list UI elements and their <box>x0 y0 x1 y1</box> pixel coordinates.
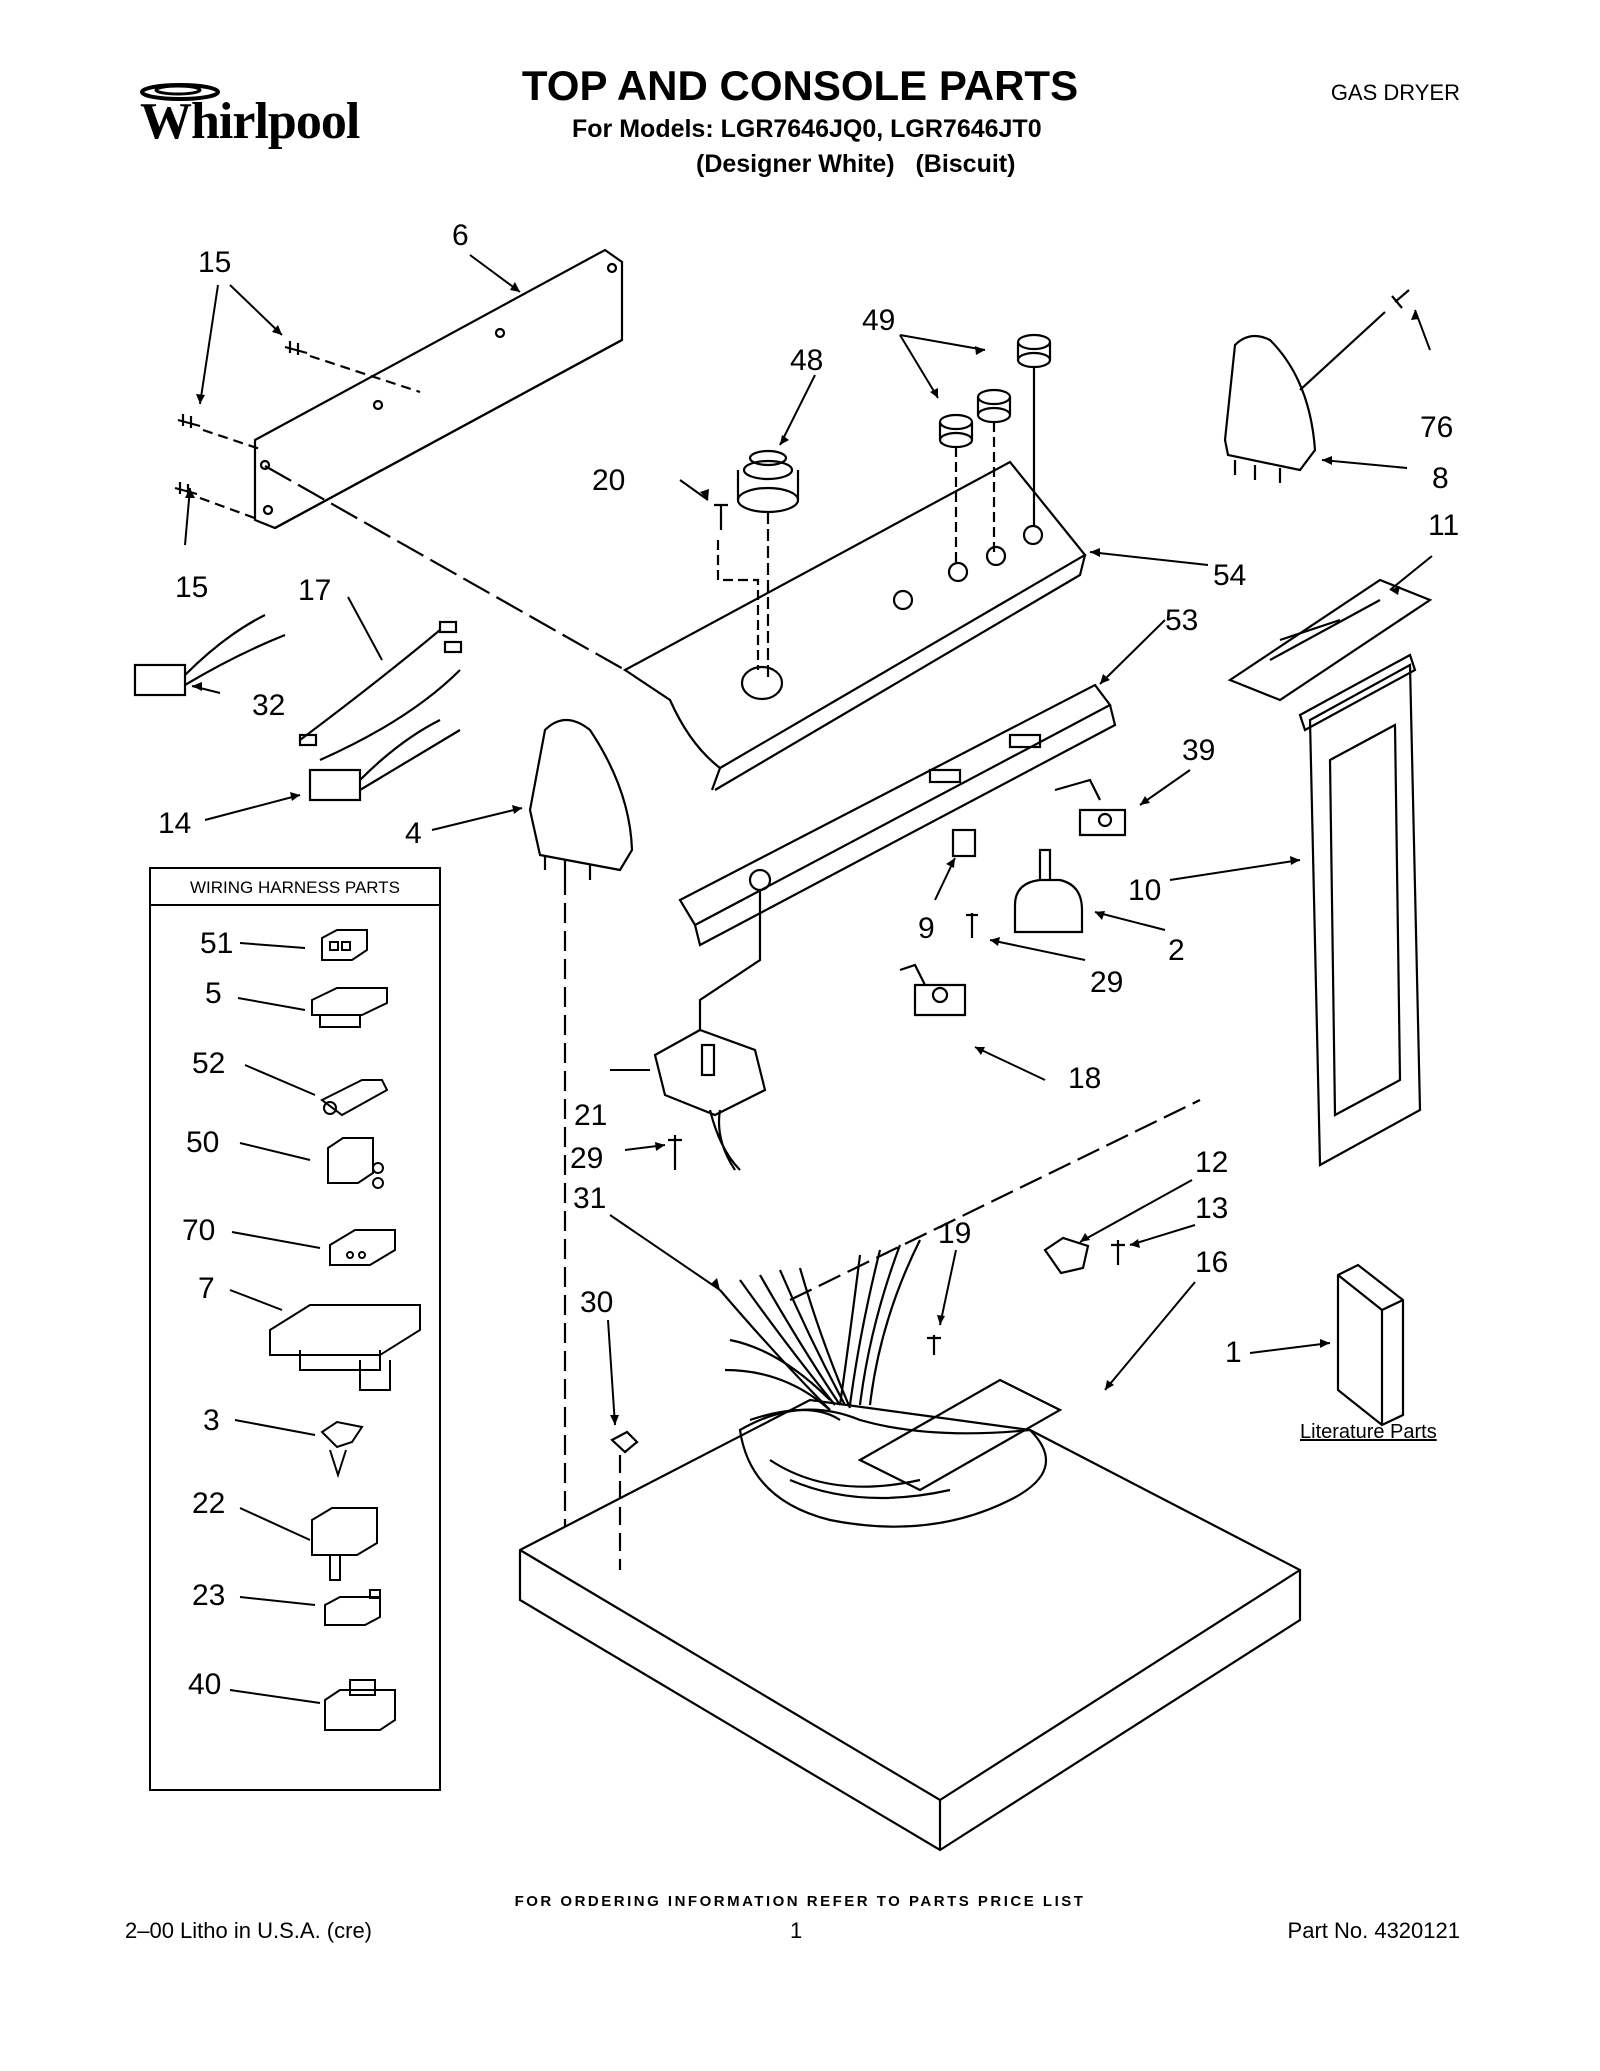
connector-40-icon <box>324 1679 396 1731</box>
callout-6: 6 <box>452 219 469 252</box>
timer-knob-part <box>736 449 800 680</box>
wiring-harness-box: WIRING HARNESS PARTS 51 5 52 50 70 7 3 2… <box>149 867 441 1791</box>
callout-1: 1 <box>1225 1336 1242 1369</box>
wiring-callout-70: 70 <box>182 1214 215 1247</box>
callout-39: 39 <box>1182 734 1215 767</box>
callout-4: 4 <box>405 817 422 850</box>
screw-icon <box>284 341 421 394</box>
wiring-callout-51: 51 <box>200 927 233 960</box>
control-knob-part <box>938 413 974 567</box>
callout-30: 30 <box>580 1286 613 1319</box>
connector-5-icon <box>311 987 388 1028</box>
control-knob-part <box>976 388 1012 552</box>
clip-part-30 <box>610 1430 639 1570</box>
colors-line: (Designer White) (Biscuit) <box>696 150 1016 178</box>
callout-9: 9 <box>918 912 935 945</box>
literature-parts-label: Literature Parts <box>1300 1421 1437 1443</box>
timer-part-21 <box>653 1028 767 1171</box>
clip-part-12 <box>1043 1236 1090 1275</box>
connector-50-icon <box>327 1137 384 1189</box>
connector-70-icon <box>329 1229 396 1266</box>
screw-icon <box>1111 1240 1125 1265</box>
callout-12: 12 <box>1195 1146 1228 1179</box>
callout-53: 53 <box>1165 604 1198 637</box>
callout-31: 31 <box>573 1182 606 1215</box>
console-panel-part <box>622 460 1087 791</box>
end-cap-right-part <box>1223 334 1317 483</box>
callout-11: 11 <box>1428 509 1459 542</box>
screw-icon <box>177 414 264 452</box>
control-bracket-part <box>678 683 1117 947</box>
page-number: 1 <box>790 1918 803 1943</box>
callout-15-bottom: 15 <box>175 571 208 604</box>
wiring-callout-40: 40 <box>188 1668 221 1701</box>
wire-harness-part <box>719 1239 921 1422</box>
clip-3-icon <box>320 1420 364 1479</box>
screw-icon <box>966 913 978 938</box>
switch-part-39 <box>1054 778 1127 837</box>
callout-8: 8 <box>1432 462 1449 495</box>
callout-54: 54 <box>1213 559 1246 592</box>
callout-19: 19 <box>938 1217 971 1250</box>
callout-13: 13 <box>1195 1192 1228 1225</box>
connector-7-icon <box>269 1304 421 1391</box>
callout-32: 32 <box>252 689 285 722</box>
callout-15-top: 15 <box>198 246 231 279</box>
wiring-box-title: WIRING HARNESS PARTS <box>190 878 400 897</box>
callout-18: 18 <box>1068 1062 1101 1095</box>
ordering-note: FOR ORDERING INFORMATION REFER TO PARTS … <box>514 1893 1086 1910</box>
end-cap-left-part <box>528 718 634 1570</box>
callout-2: 2 <box>1168 934 1185 967</box>
callout-20: 20 <box>592 464 625 497</box>
literature-part <box>1336 1263 1405 1427</box>
screw-icon <box>927 1335 941 1355</box>
wiring-callout-52: 52 <box>192 1047 225 1080</box>
callout-76: 76 <box>1420 411 1453 444</box>
connector-22-icon <box>311 1507 378 1581</box>
swirl-icon <box>140 83 220 101</box>
callout-17: 17 <box>298 574 331 607</box>
callout-48: 48 <box>790 344 823 377</box>
callout-29-right: 29 <box>1090 966 1123 999</box>
wiring-callout-5: 5 <box>205 977 222 1010</box>
leader-lines <box>184 254 1433 1426</box>
models-line: For Models: LGR7646JQ0, LGR7646JT0 <box>572 115 1042 143</box>
callout-49: 49 <box>862 304 895 337</box>
terminal-52-icon <box>320 1079 389 1117</box>
screw-icon <box>668 1135 682 1170</box>
door-panel-part <box>1298 653 1422 1167</box>
arrow-heads <box>185 282 1419 1425</box>
screw-icon <box>714 503 760 670</box>
callout-21: 21 <box>574 1099 607 1132</box>
connector-block-icon <box>133 614 286 697</box>
product-type: GAS DRYER <box>1330 80 1460 105</box>
callout-16: 16 <box>1195 1246 1228 1279</box>
callout-14: 14 <box>158 807 191 840</box>
wiring-callout-23: 23 <box>192 1579 225 1612</box>
switch-part-2 <box>1013 848 1084 934</box>
wire-harness-17 <box>298 620 463 762</box>
connector-23-icon <box>324 1589 381 1626</box>
brand-name: Whirlpool <box>140 93 360 150</box>
wiring-callout-50: 50 <box>186 1126 219 1159</box>
callout-29-left: 29 <box>570 1142 603 1175</box>
control-knob-part <box>1016 333 1052 527</box>
wiring-callout-3: 3 <box>203 1404 220 1437</box>
top-panel-part <box>518 1099 1302 1852</box>
connector-51-icon <box>321 929 368 961</box>
wiring-callout-7: 7 <box>198 1272 215 1305</box>
connector-block-icon <box>308 719 461 802</box>
rear-bracket-part <box>253 248 624 530</box>
callout-10: 10 <box>1128 874 1161 907</box>
part-number: Part No. 4320121 <box>1287 1918 1460 1943</box>
screw-icon <box>1299 289 1410 391</box>
litho-note: 2–00 Litho in U.S.A. (cre) <box>125 1918 373 1943</box>
page-title: TOP AND CONSOLE PARTS <box>521 62 1079 109</box>
connector-part-9 <box>951 828 977 858</box>
wiring-callout-22: 22 <box>192 1487 225 1520</box>
switch-part-18 <box>899 963 967 1017</box>
filter-cover-part <box>1227 578 1433 702</box>
